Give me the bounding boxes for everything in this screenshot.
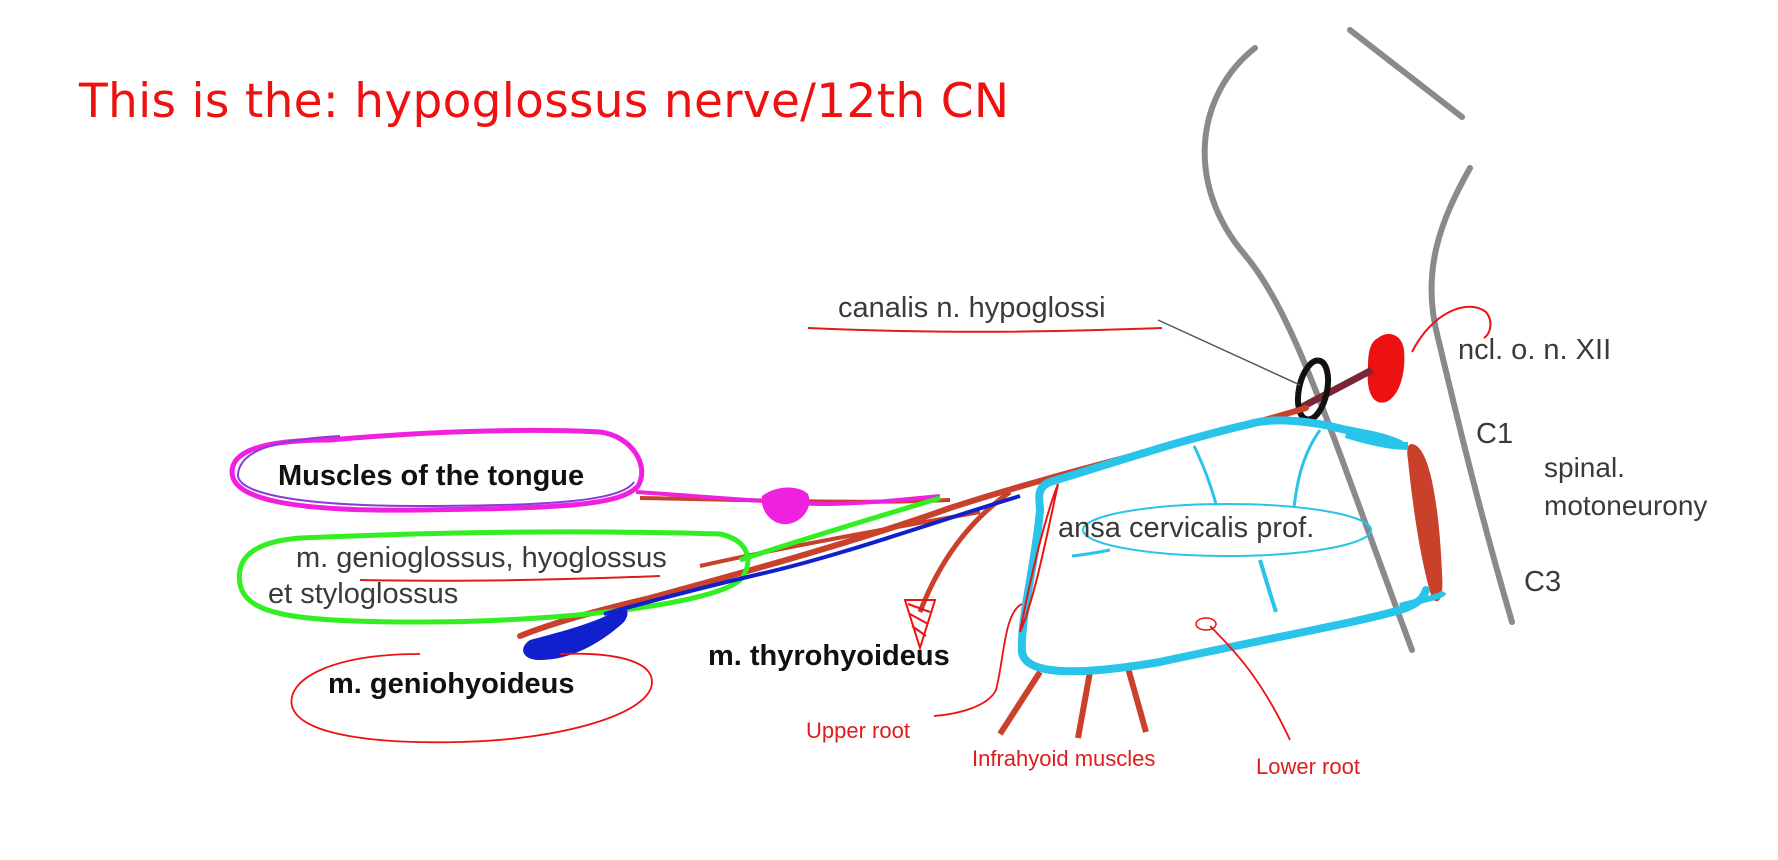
brainstem-outline-right: [1428, 165, 1515, 625]
hypoglossal-root-dark: [1298, 366, 1374, 412]
lower-root-label: Lower root: [1256, 754, 1360, 779]
infrahyoid-branch-1: [997, 670, 1043, 736]
nucleus-pointer-stroke: [1411, 305, 1492, 353]
brainstem-outline-right-top: [1347, 27, 1465, 120]
lower-root-pointer: [1209, 625, 1291, 741]
upper-root-label: Upper root: [806, 718, 910, 743]
lower-root-marker: [1195, 617, 1217, 631]
genioglossus-connector-green: [739, 495, 941, 563]
geniohyoid-branch-blue: [603, 494, 1021, 616]
upper-root-pointer: [933, 603, 1023, 717]
tongue-blob-magenta: [761, 487, 810, 525]
thyrohyoid-arrow-scribble: [907, 603, 931, 637]
spinal-motoneuron-column: [1407, 444, 1443, 602]
upper-root-red-outline: [1019, 483, 1059, 633]
genioglossus-loop-green: [236, 529, 751, 625]
geniohyoid-blob-blue: [523, 607, 628, 660]
c1-label: C1: [1476, 418, 1514, 450]
ansa-inner-branch-1: [1192, 445, 1218, 505]
ansa-inner-branch-4: [1071, 548, 1111, 558]
ansa-label-outline: [1082, 503, 1372, 557]
genioglossus-label: m. genioglossus, hyoglossus: [296, 542, 667, 574]
ansa-c1-root: [1344, 430, 1409, 450]
canalis-pointer-line: [1157, 319, 1301, 386]
tongue-loop-purple: [236, 435, 635, 508]
brainstem-outline-left: [1201, 45, 1415, 653]
motoneurony-label: motoneurony: [1544, 490, 1708, 521]
page-title: This is the: hypoglossus nerve/12th CN: [79, 74, 1010, 129]
canalis-underline: [807, 327, 1163, 333]
nucleus-label: ncl. o. n. XII: [1458, 334, 1612, 366]
ansa-label: ansa cervicalis prof.: [1058, 512, 1315, 544]
ansa-superior-root: [1035, 416, 1404, 514]
canalis-label: canalis n. hypoglossi: [838, 292, 1106, 324]
tongue-muscles-label: Muscles of the tongue: [278, 460, 585, 492]
ansa-c3-root: [1399, 589, 1447, 609]
tongue-connector-magenta: [635, 490, 941, 507]
geniohyoideus-loop-red: [290, 652, 653, 744]
thyrohyoid-branch: [917, 489, 1012, 613]
ansa-inner-branch-3: [1258, 559, 1278, 613]
nucleus-xii-blob: [1367, 334, 1405, 403]
tongue-loop-magenta: [229, 427, 645, 513]
spinal-label: spinal.: [1544, 452, 1625, 483]
ansa-inner-branch-2: [1292, 429, 1322, 509]
thyrohyoideus-label: m. thyrohyoideus: [708, 640, 950, 672]
genioglossus-underline: [359, 575, 661, 582]
infrahyoid-branch-2: [1075, 671, 1093, 739]
c3-label: C3: [1524, 566, 1562, 598]
infrahyoid-label: Infrahyoid muscles: [972, 746, 1156, 771]
geniohyoideus-label: m. geniohyoideus: [328, 668, 575, 700]
infrahyoid-branch-3: [1125, 667, 1149, 733]
styloglossus-label: et styloglossus: [268, 578, 459, 610]
